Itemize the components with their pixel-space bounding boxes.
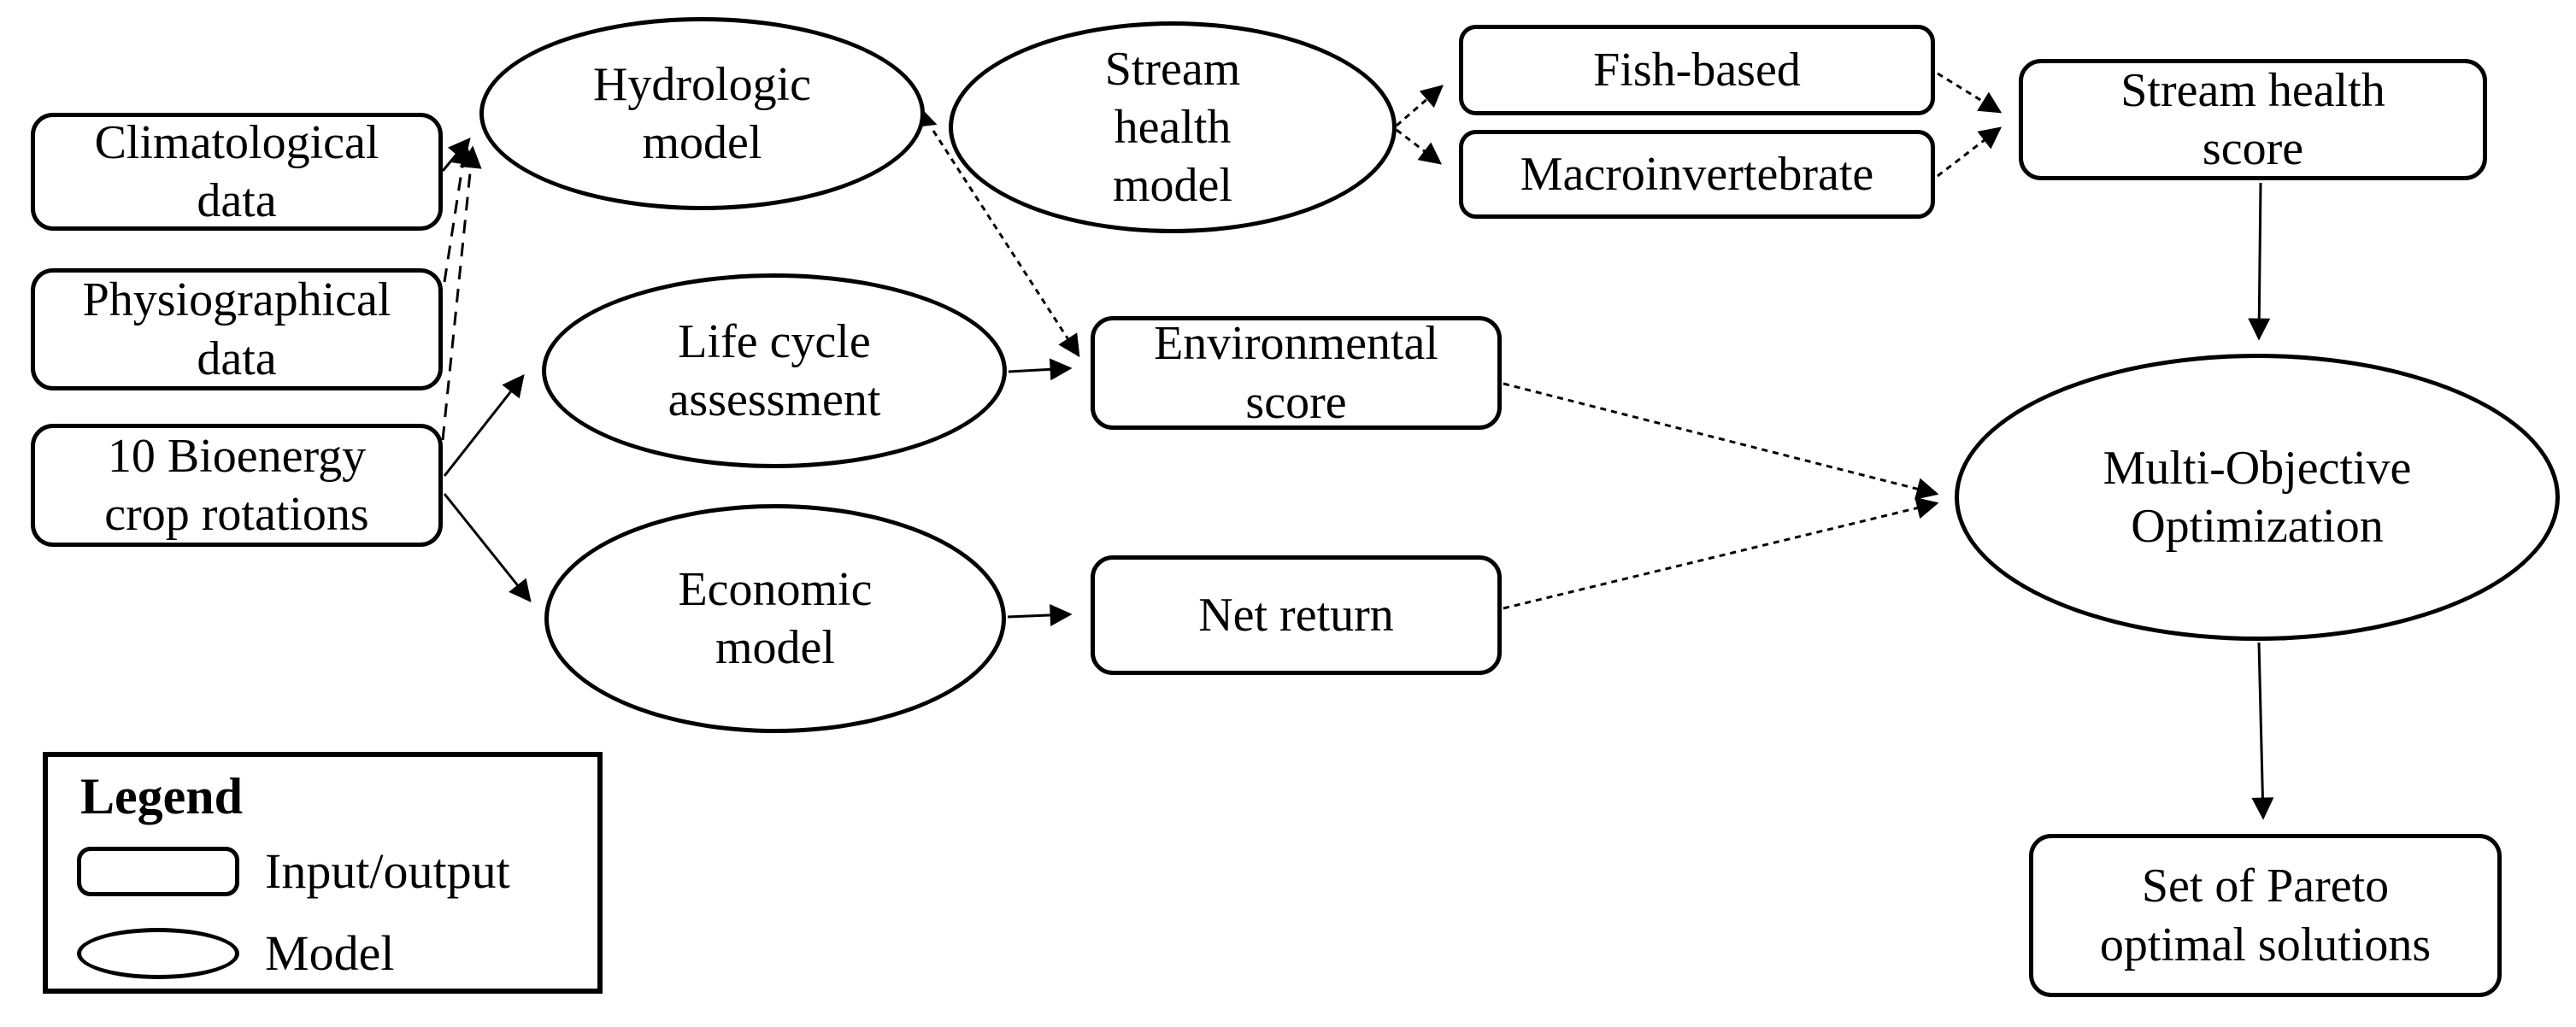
node-label-line: Climatological <box>94 115 379 169</box>
node-climatological-data: Climatological data <box>31 113 443 231</box>
node-life-cycle-assessment: Life cycle assessment <box>542 273 1007 468</box>
node-label-line: Stream <box>1104 42 1241 96</box>
edge-moo-to-pareto <box>2251 642 2274 820</box>
node-net-return: Net return <box>1091 555 1502 675</box>
node-economic-model: Economic model <box>544 504 1006 733</box>
node-label-line: Life cycle <box>678 314 871 368</box>
node-environmental-score: Environmental score <box>1091 316 1502 430</box>
edge-stream-health-score-to-moo <box>2248 182 2271 341</box>
edge-stream-health-model-to-macroinvertebrate <box>1396 128 1443 165</box>
node-label-line: data <box>197 174 277 227</box>
node-pareto-optimal-solutions: Set of Pareto optimal solutions <box>2029 834 2502 997</box>
edge-macroinvertebrate-to-stream-health-score <box>1937 126 2003 178</box>
edge-stream-health-model-to-fish-based <box>1396 85 1444 127</box>
legend-item-model: Model <box>77 928 394 979</box>
node-stream-health-score: Stream health score <box>2019 59 2487 180</box>
node-label-line: optimal solutions <box>2099 918 2432 971</box>
node-label-line: Optimization <box>2131 500 2384 553</box>
edge-hydrologic-to-stream-health-model <box>912 106 938 128</box>
edge-economic-to-net-return <box>1007 603 1073 626</box>
node-label-line: Economic <box>678 562 873 616</box>
legend-item-label: Input/output <box>265 843 510 899</box>
node-label-line: Set of Pareto <box>2141 860 2390 913</box>
node-label-line: Environmental <box>1154 317 1438 371</box>
edge-environmental-score-to-moo <box>1503 382 1939 500</box>
node-label-line: score <box>2202 122 2304 175</box>
node-label-line: health <box>1114 100 1232 154</box>
node-label-line: Fish-based <box>1593 43 1801 97</box>
legend-title: Legend <box>80 768 244 825</box>
node-physiographical-data: Physiographical data <box>31 268 443 390</box>
legend: Legend Input/output Model <box>43 752 603 994</box>
edge-bioenergy-to-hydrologic <box>441 145 482 441</box>
node-label-line: model <box>642 116 762 169</box>
node-stream-health-model: Stream health model <box>949 21 1397 233</box>
edge-net-return-to-moo <box>1503 496 1939 610</box>
node-label-line: crop rotations <box>104 488 369 541</box>
legend-rounded-rect-sample <box>77 847 239 896</box>
node-label-line: 10 Bioenergy <box>107 429 367 483</box>
node-label-line: model <box>1113 159 1232 213</box>
node-macroinvertebrate: Macroinvertebrate <box>1459 130 1935 219</box>
node-multi-objective-optimization: Multi-Objective Optimization <box>1955 354 2560 641</box>
legend-item-label: Model <box>265 925 395 981</box>
edge-fish-based-to-stream-health-score <box>1937 72 2003 114</box>
node-label-line: data <box>197 332 277 385</box>
node-label-line: score <box>1245 375 1347 429</box>
edge-life-cycle-to-environmental-score <box>1008 358 1073 381</box>
node-label-line: Multi-Objective <box>2103 441 2412 495</box>
node-label-line: Stream health <box>2120 63 2385 117</box>
legend-item-input-output: Input/output <box>77 847 510 896</box>
node-label-line: Hydrologic <box>592 57 812 111</box>
edge-hydrologic-to-environmental-score <box>932 130 1080 358</box>
node-hydrologic-model: Hydrologic model <box>479 17 925 210</box>
legend-ellipse-sample <box>77 928 239 979</box>
edge-bioenergy-to-economic <box>443 493 532 603</box>
node-label-line: Physiographical <box>82 273 391 327</box>
edge-bioenergy-to-life-cycle <box>443 373 525 477</box>
node-label-line: Macroinvertebrate <box>1520 147 1874 201</box>
node-label-line: model <box>715 621 835 674</box>
node-label-line: assessment <box>668 373 881 426</box>
node-bioenergy-crop-rotations: 10 Bioenergy crop rotations <box>31 424 443 547</box>
node-fish-based: Fish-based <box>1459 25 1935 115</box>
node-label-line: Net return <box>1198 588 1394 642</box>
